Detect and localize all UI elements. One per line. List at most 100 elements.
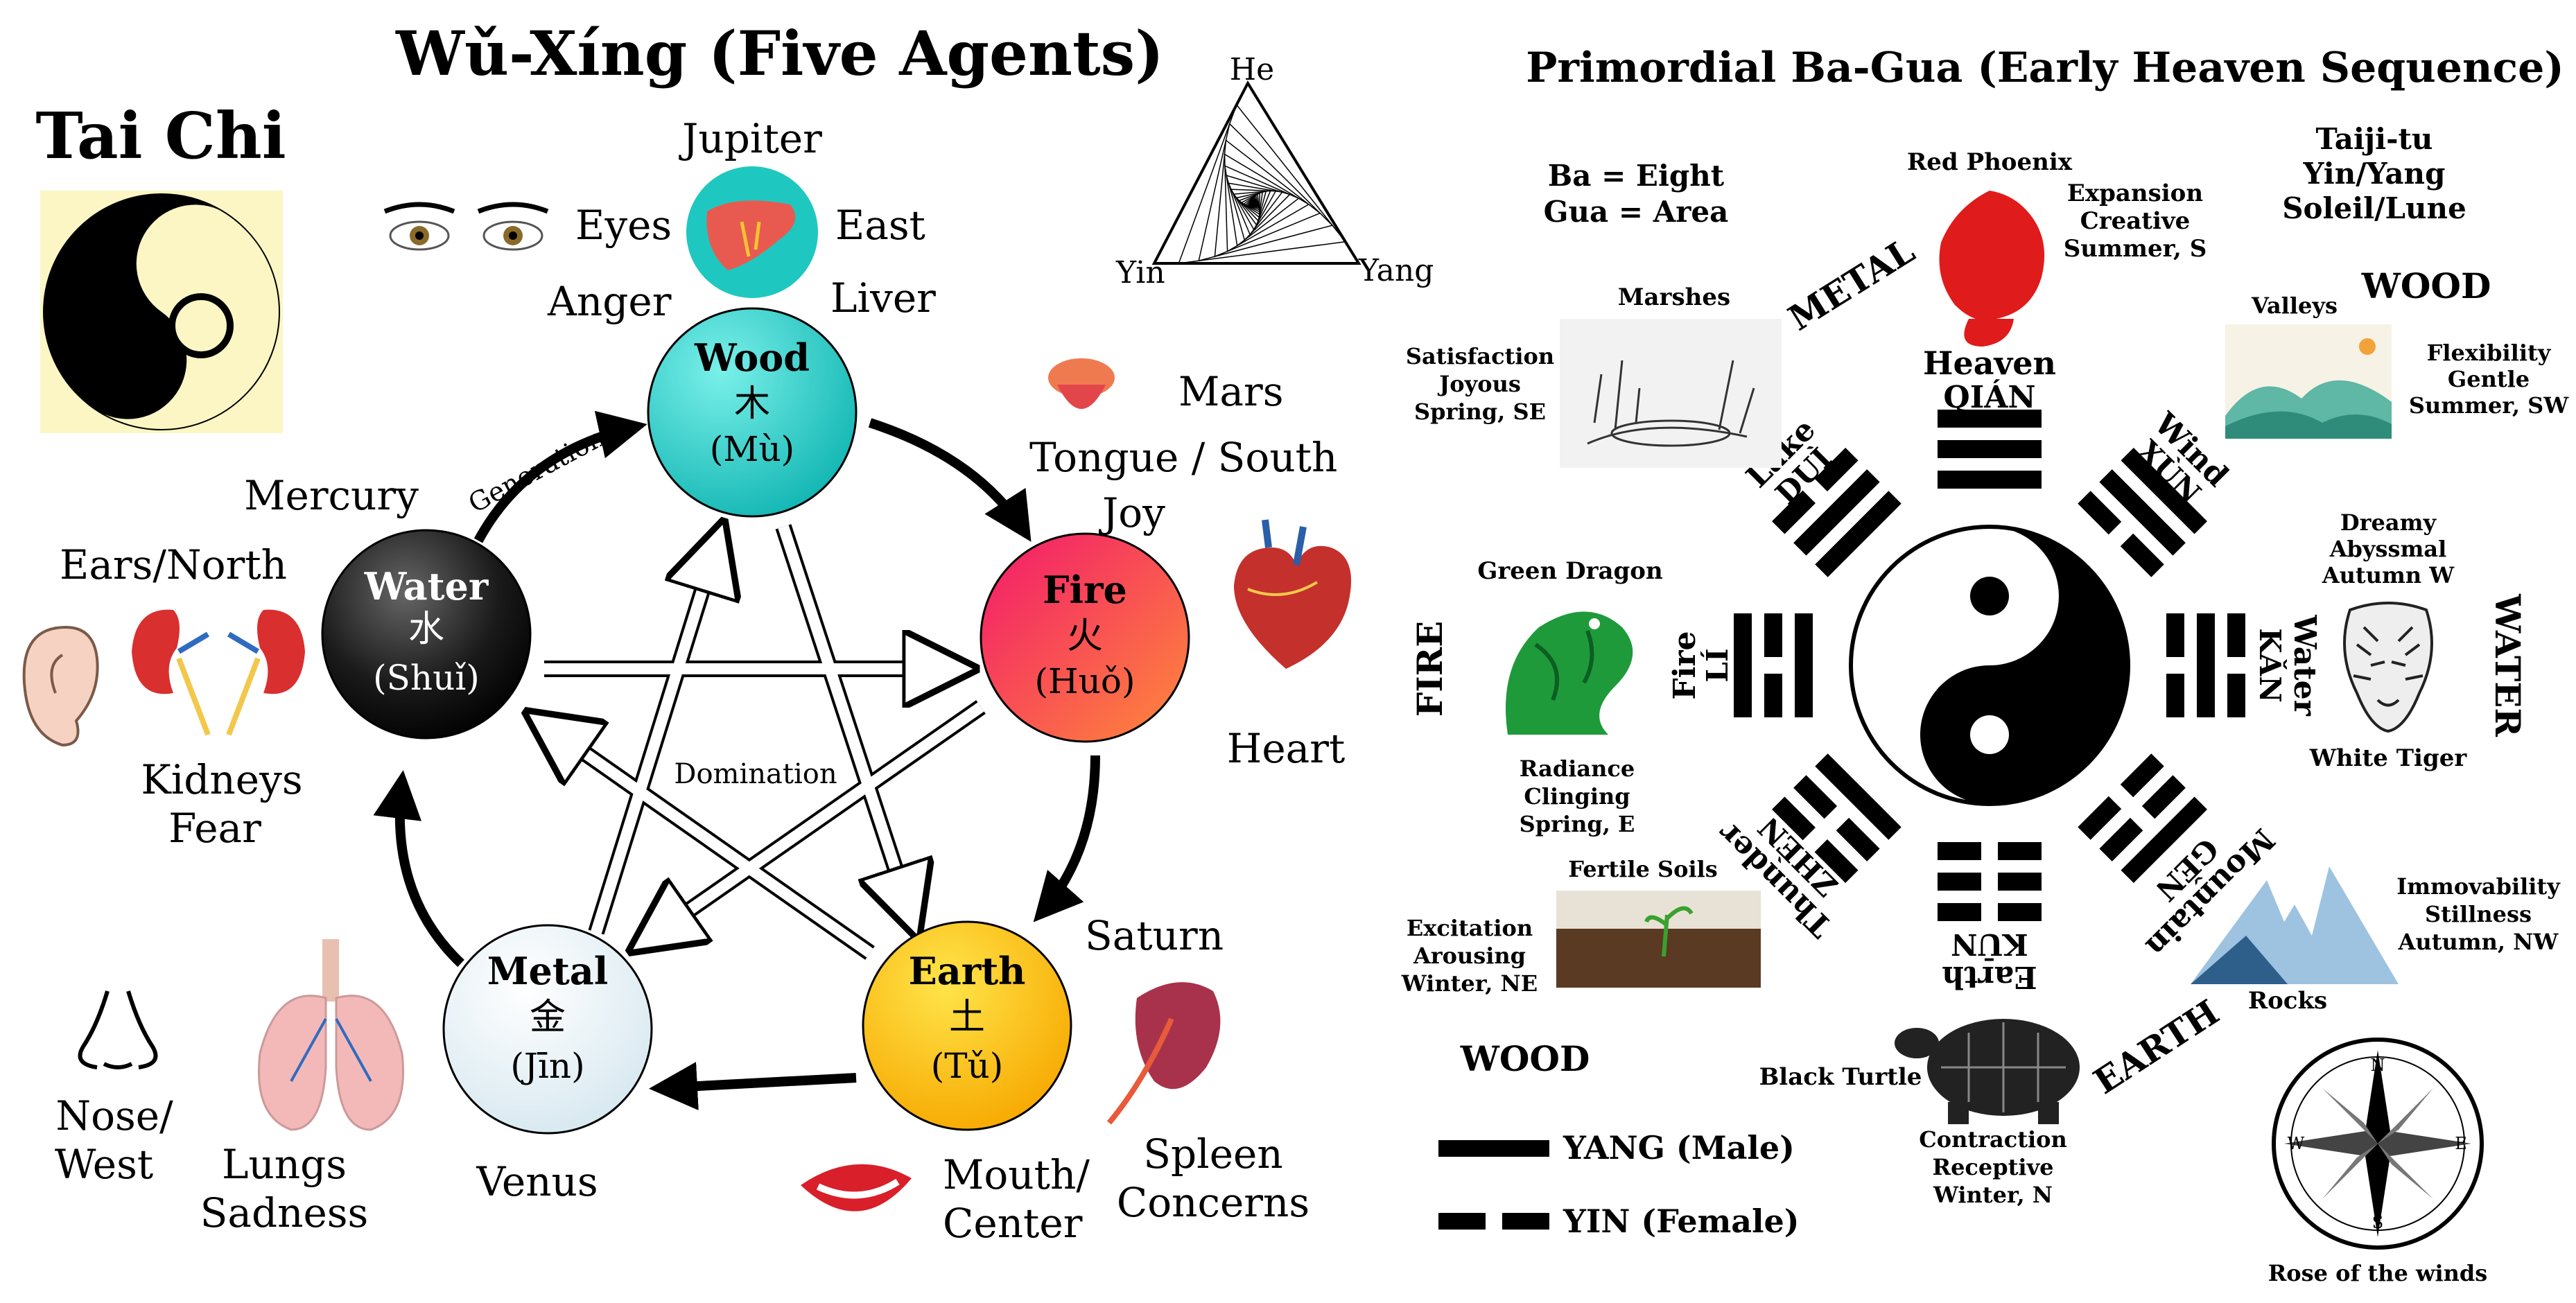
fire-hanzi: 火	[1067, 615, 1103, 657]
yang-line	[1938, 410, 2042, 428]
autumn-w-3: Autumn W	[2322, 562, 2455, 588]
yin-line	[1938, 873, 1981, 891]
bagua-wood-bottom: WOOD	[1460, 1038, 1590, 1079]
yang-line	[1795, 613, 1813, 717]
winter-n-2: Receptive	[1932, 1154, 2053, 1180]
yin-line-sample-right	[1502, 1213, 1549, 1230]
winter-ne-3: Winter, NE	[1401, 970, 1538, 997]
bagua-trigrams	[1734, 410, 2245, 921]
yang-line-sample	[1438, 1140, 1549, 1157]
generation-cycle	[373, 410, 1100, 1111]
taiji-line-2: Yin/Yang	[2303, 157, 2446, 191]
label-spleen: Spleen	[1143, 1130, 1282, 1178]
white-tiger-icon	[2343, 602, 2433, 733]
white-tiger-label: White Tiger	[2309, 744, 2468, 772]
valleys-image	[2225, 324, 2392, 439]
bagua-metal: METAL	[1781, 230, 1921, 339]
label-lungs: Lungs	[222, 1141, 347, 1188]
summer-s-3: Summer, S	[2064, 235, 2207, 263]
water-hanzi: 水	[408, 609, 444, 650]
black-turtle-label: Black Turtle	[1759, 1063, 1922, 1091]
triangle-he: He	[1230, 52, 1274, 87]
qian-label: QIÁN	[1943, 378, 2035, 415]
ba-eight: Ba = Eight	[1548, 159, 1725, 193]
trigram-thunder	[1772, 753, 1901, 883]
valleys-label: Valleys	[2251, 292, 2338, 319]
spring-e-3: Spring, E	[1520, 811, 1635, 837]
green-dragon-icon	[1506, 611, 1633, 735]
rocks-label: Rocks	[2248, 987, 2327, 1015]
yang-line	[1938, 471, 2042, 489]
label-heart: Heart	[1227, 725, 1346, 772]
yin-line	[2166, 613, 2184, 657]
compass-rose-icon: N S E W	[2272, 1038, 2484, 1250]
water-name: Water	[364, 564, 489, 609]
nose-icon	[78, 990, 158, 1069]
spring-se-3: Spring, SE	[1414, 399, 1546, 425]
winter-ne-2: Arousing	[1413, 943, 1526, 969]
metal-hanzi: 金	[530, 997, 566, 1038]
wood-pinyin: (Mù)	[710, 429, 794, 469]
yin-line	[1764, 674, 1782, 717]
domination-cycle	[534, 527, 986, 960]
spring-se-1: Satisfaction	[1406, 343, 1554, 369]
earth-trigram-label: Earth	[1942, 959, 2037, 995]
spring-e-2: Clinging	[1524, 783, 1630, 810]
compass-w: W	[2288, 1134, 2305, 1153]
element-wood: Wood 木 (Mù)	[647, 307, 858, 518]
yin-line	[1764, 613, 1782, 657]
bagua-title: Primordial Ba-Gua (Early Heaven Sequence…	[1526, 44, 2564, 92]
yang-line	[1815, 753, 1901, 840]
spleen-icon	[1106, 982, 1221, 1125]
summer-sw-3: Summer, SW	[2409, 392, 2569, 419]
red-phoenix-icon	[1939, 191, 2045, 347]
yin-line	[1772, 796, 1816, 841]
summer-s-2: Creative	[2080, 207, 2191, 235]
yin-line	[2227, 613, 2245, 657]
rocks-image	[2191, 866, 2399, 984]
element-metal: Metal 金 (Jīn)	[442, 924, 653, 1135]
kan-label: KǍN	[2253, 628, 2288, 702]
liver-icon	[686, 166, 818, 298]
label-liver: Liver	[830, 274, 936, 322]
water-trigram-label: Water	[2287, 614, 2322, 716]
yin-line	[2120, 753, 2164, 798]
tongue-icon	[1048, 358, 1115, 409]
triangle-yang: Yang	[1358, 253, 1434, 288]
bagua-wood-top: WOOD	[2361, 265, 2491, 306]
black-turtle-icon	[1895, 1019, 2080, 1124]
trigram-heaven	[1938, 410, 2042, 489]
label-concerns: Concerns	[1117, 1179, 1309, 1226]
fertile-soils-label: Fertile Soils	[1568, 856, 1718, 882]
kun-label: KŪN	[1951, 927, 2028, 962]
yang-line	[2121, 448, 2207, 534]
label-west: West	[55, 1141, 153, 1188]
heart-icon	[1234, 519, 1352, 669]
label-anger: Anger	[547, 278, 672, 325]
yin-line	[1938, 903, 1981, 921]
yang-line	[2121, 796, 2207, 883]
bagua-earth: EARTH	[2087, 992, 2227, 1103]
element-fire: Fire 火 (Huǒ)	[980, 532, 1190, 743]
autumn-nw-1: Immovability	[2396, 873, 2561, 900]
bagua-water: WATER	[2487, 593, 2528, 737]
yin-line	[1793, 775, 1838, 819]
yang-line	[2099, 469, 2186, 556]
eyes-icon	[383, 202, 549, 251]
element-earth: Earth 土 (Tǔ)	[862, 920, 1072, 1131]
rose-of-winds-label: Rose of the winds	[2268, 1260, 2488, 1286]
earth-pinyin: (Tǔ)	[931, 1046, 1004, 1086]
label-eyes: Eyes	[575, 202, 672, 249]
winter-ne-1: Excitation	[1407, 915, 1533, 941]
earth-hanzi: 土	[949, 997, 985, 1038]
earth-name: Earth	[909, 949, 1026, 993]
lungs-icon	[257, 939, 405, 1131]
yin-line	[1998, 842, 2042, 860]
yin-line	[2099, 817, 2143, 862]
fire-pinyin: (Huǒ)	[1035, 661, 1135, 701]
marshes-label: Marshes	[1618, 283, 1730, 311]
summer-sw-1: Flexibility	[2427, 340, 2552, 366]
yang-line	[1815, 491, 1901, 577]
yin-line	[1998, 873, 2042, 891]
ear-icon	[22, 625, 99, 747]
